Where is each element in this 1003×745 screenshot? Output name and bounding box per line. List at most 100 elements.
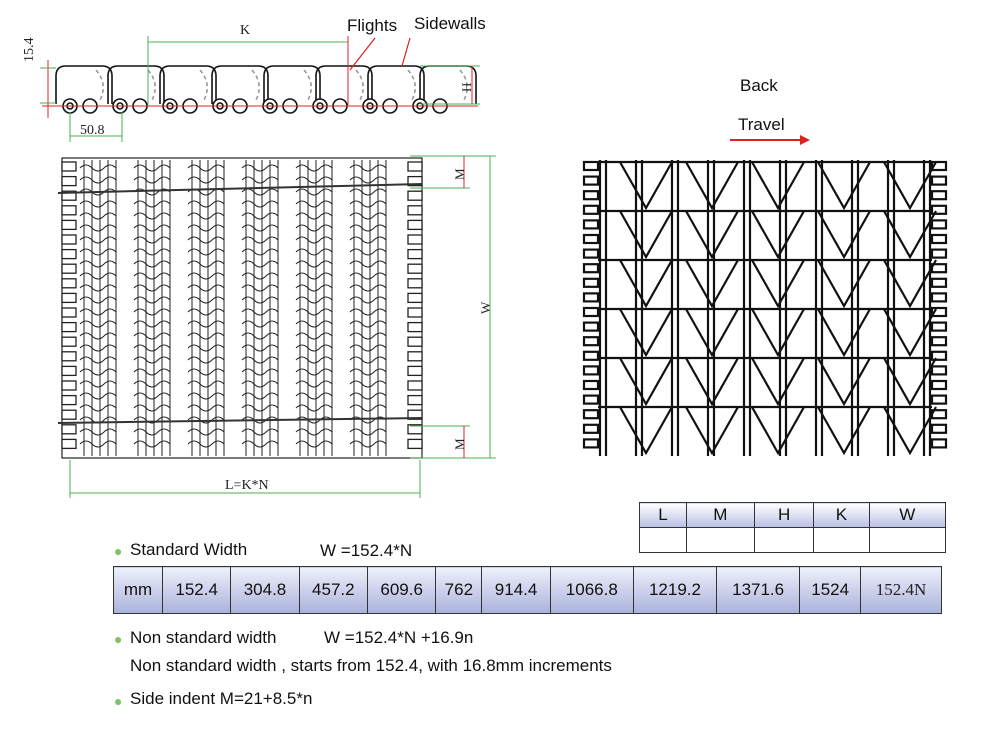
- width-cell: 1219.2: [632, 566, 718, 614]
- standard-width-bullet: ●: [114, 543, 123, 559]
- belt-hinge: [295, 416, 333, 424]
- belt-hinge: [187, 392, 225, 400]
- belt-edge-tooth: [407, 219, 423, 231]
- back-edge-tooth: [582, 350, 600, 361]
- width-cell: 1524: [799, 566, 862, 614]
- belt-hinge: [349, 392, 387, 400]
- belt-hinge: [79, 164, 117, 172]
- belt-hinge: [241, 368, 279, 376]
- belt-hinge: [349, 344, 387, 352]
- belt-edge-tooth: [407, 394, 423, 406]
- belt-hinge: [79, 404, 117, 412]
- belt-hinge: [187, 344, 225, 352]
- belt-hinge: [133, 440, 171, 448]
- back-edge-tooth: [582, 219, 600, 230]
- belt-hinge: [241, 428, 279, 436]
- belt-hinge: [133, 368, 171, 376]
- belt-hinge: [187, 176, 225, 184]
- header-l: L: [639, 502, 687, 528]
- belt-edge-tooth: [407, 292, 423, 304]
- width-cell: 609.6: [366, 566, 437, 614]
- back-edge-tooth: [582, 321, 600, 332]
- belt-hinge: [79, 368, 117, 376]
- belt-hinge: [187, 356, 225, 364]
- back-truss: [619, 161, 673, 211]
- back-truss: [619, 406, 673, 456]
- back-edge-tooth: [582, 204, 600, 215]
- belt-edge-tooth: [407, 307, 423, 318]
- back-edge-tooth: [582, 233, 600, 245]
- belt-hinge: [295, 392, 333, 400]
- back-truss: [883, 259, 937, 309]
- width-cell: 914.4: [481, 566, 551, 614]
- nonstandard-label: Non standard width: [130, 628, 277, 647]
- back-label: Back: [740, 76, 778, 95]
- belt-hinge: [79, 440, 117, 448]
- belt-edge-tooth: [407, 234, 423, 245]
- back-truss: [685, 161, 739, 211]
- back-edge-tooth: [582, 365, 600, 376]
- belt-hinge: [241, 164, 279, 172]
- chain-link-hidden-edge: [199, 69, 208, 101]
- belt-hinge: [349, 248, 387, 256]
- belt-hinge: [241, 176, 279, 184]
- belt-edge-tooth: [407, 409, 423, 420]
- belt-hinge: [133, 200, 171, 208]
- belt-edge-tooth: [61, 336, 77, 347]
- back-truss: [619, 357, 673, 407]
- belt-hinge: [133, 356, 171, 364]
- width-cell: 1066.8: [549, 566, 634, 614]
- belt-hinge: [133, 164, 171, 172]
- back-edge-tooth: [930, 160, 948, 172]
- chain-link-hidden-edge: [303, 69, 312, 101]
- nonstandard-bullet: ●: [114, 631, 123, 647]
- travel-arrow-icon: [800, 135, 810, 145]
- back-edge-tooth: [930, 175, 948, 186]
- back-edge-tooth: [582, 306, 600, 318]
- belt-hinge: [241, 260, 279, 268]
- belt-hinge: [241, 320, 279, 328]
- belt-hinge: [133, 212, 171, 220]
- back-edge-tooth: [582, 263, 600, 274]
- dim-pitch-label: 50.8: [80, 123, 105, 138]
- belt-hinge: [79, 344, 117, 352]
- belt-hinge: [241, 380, 279, 388]
- belt-hinge: [295, 380, 333, 388]
- back-truss: [883, 308, 937, 358]
- back-edge-tooth: [930, 365, 948, 376]
- back-truss: [817, 259, 871, 309]
- belt-edge-tooth: [61, 394, 77, 406]
- belt-edge-tooth: [61, 205, 77, 216]
- belt-hinge: [295, 308, 333, 316]
- belt-hinge: [295, 440, 333, 448]
- back-edge-tooth: [582, 379, 600, 391]
- back-edge-tooth: [582, 277, 600, 288]
- belt-hinge: [295, 332, 333, 340]
- back-edge-tooth: [930, 190, 948, 201]
- value-k: [813, 527, 870, 553]
- belt-hinge: [133, 404, 171, 412]
- width-cell: 152.4N: [860, 566, 942, 614]
- belt-hinge: [241, 200, 279, 208]
- belt-hinge: [295, 428, 333, 436]
- belt-hinge: [349, 296, 387, 304]
- back-edge-tooth: [930, 292, 948, 303]
- belt-hinge: [79, 188, 117, 196]
- belt-hinge: [241, 392, 279, 400]
- belt-hinge: [349, 428, 387, 436]
- belt-hinge: [79, 176, 117, 184]
- belt-edge-tooth: [61, 190, 77, 201]
- belt-edge-tooth: [61, 365, 77, 377]
- belt-hinge: [187, 164, 225, 172]
- width-cell: 1371.6: [716, 566, 801, 614]
- belt-hinge: [295, 356, 333, 364]
- belt-hinge: [241, 332, 279, 340]
- side-indent-note: Side indent M=21+8.5*n: [130, 689, 313, 708]
- belt-hinge: [187, 308, 225, 316]
- belt-hinge: [187, 284, 225, 292]
- belt-hinge: [295, 368, 333, 376]
- standard-width-formula: W =152.4*N: [320, 541, 413, 560]
- belt-hinge: [349, 176, 387, 184]
